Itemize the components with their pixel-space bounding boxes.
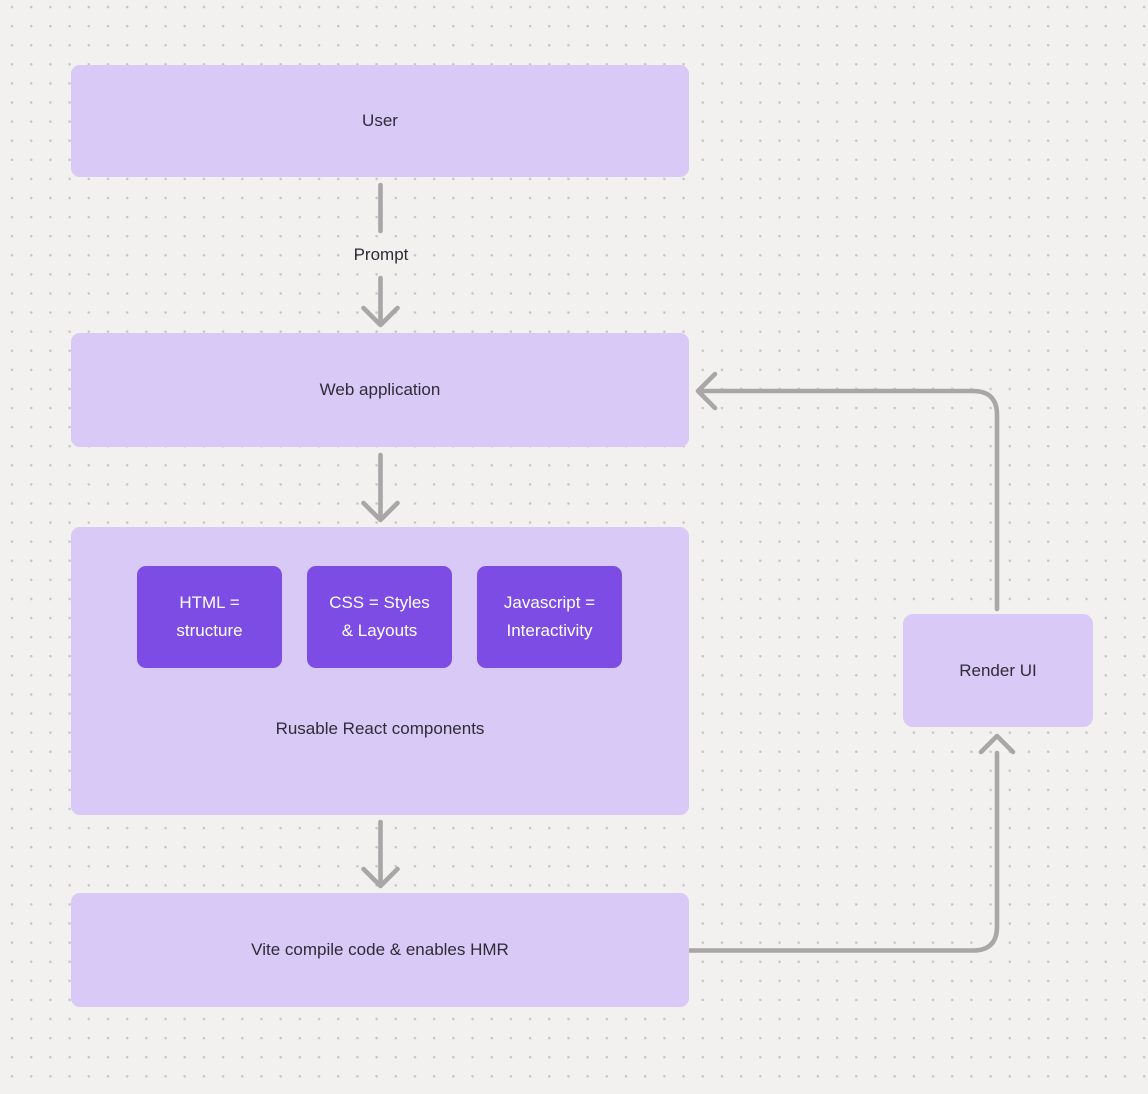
node-vite[interactable]: Vite compile code & enables HMR xyxy=(71,893,689,1007)
arrowhead-render-webapp xyxy=(695,371,718,411)
group-caption: Rusable React components xyxy=(275,719,485,738)
chip-html[interactable]: HTML = structure xyxy=(137,566,282,668)
arrowhead-group-vite xyxy=(361,866,400,889)
edge-render-webapp xyxy=(700,388,1000,612)
chip-javascript[interactable]: Javascript = Interactivity xyxy=(477,566,622,668)
node-render-ui[interactable]: Render UI xyxy=(903,614,1093,727)
chip-css[interactable]: CSS = Styles & Layouts xyxy=(307,566,452,668)
node-user-label: User xyxy=(362,111,398,130)
arrowhead-user-webapp xyxy=(361,305,400,328)
arrowhead-vite-render xyxy=(978,733,1016,755)
edge-label-prompt: Prompt xyxy=(353,245,409,264)
edge-vite-render xyxy=(686,750,1000,953)
node-web-application[interactable]: Web application xyxy=(71,333,689,447)
chip-row: HTML = structure CSS = Styles & Layouts … xyxy=(137,566,622,668)
node-render-ui-label: Render UI xyxy=(959,660,1037,680)
node-user[interactable]: User xyxy=(71,65,689,177)
node-web-application-label: Web application xyxy=(319,380,441,399)
arrowhead-webapp-group xyxy=(361,500,400,523)
node-vite-label: Vite compile code & enables HMR xyxy=(251,940,509,959)
node-components-group[interactable]: HTML = structure CSS = Styles & Layouts … xyxy=(71,527,689,815)
